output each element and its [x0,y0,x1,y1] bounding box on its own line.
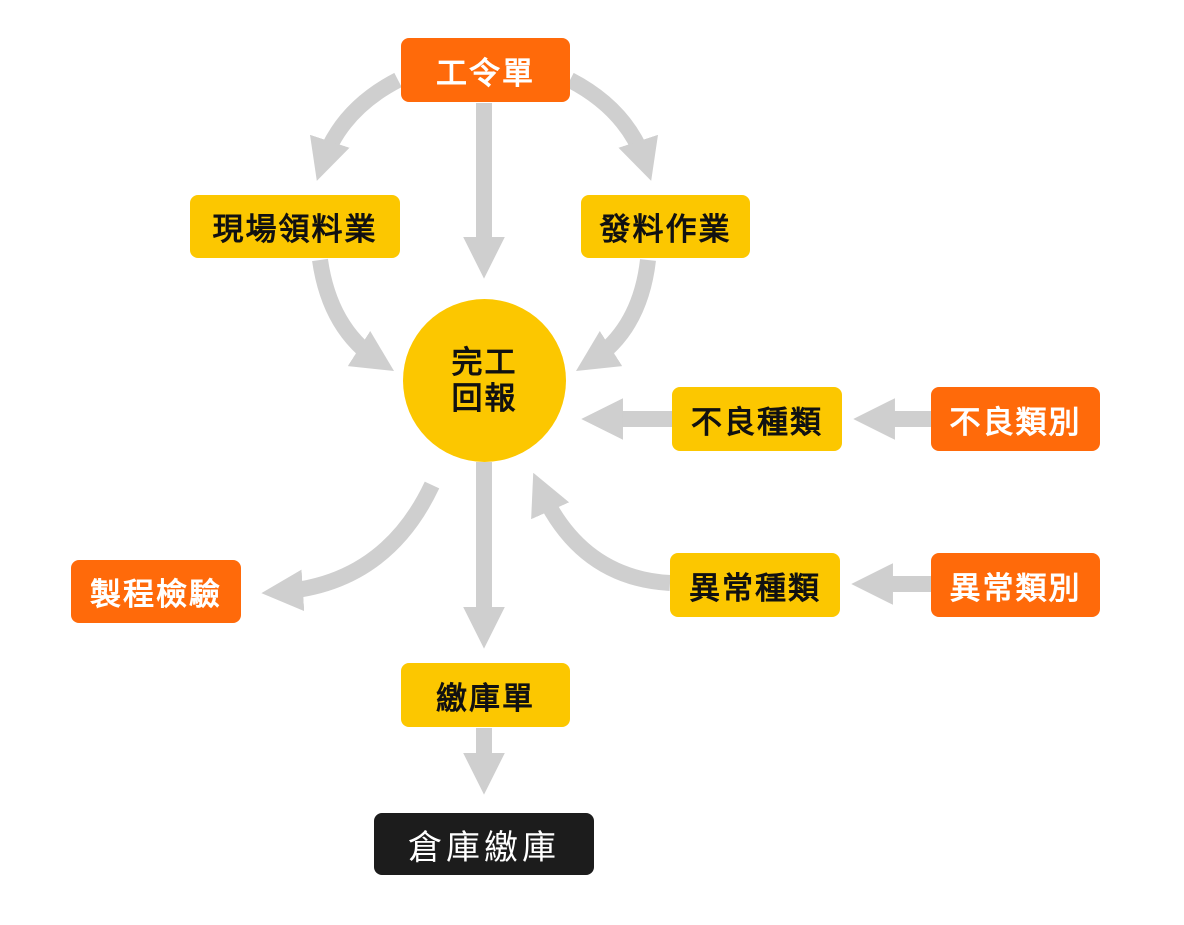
process-inspection-node: 製程檢驗 [71,560,241,623]
arrow-completion-to-inspection [261,481,440,612]
work-order-node: 工令單 [401,38,570,102]
defect-types-node: 不良種類 [672,387,842,451]
exception-types-node: 異常種類 [670,553,840,617]
arrow-workorder-to-issue [566,72,658,181]
arrow-exceptiontypes-to-completion [531,472,671,591]
warehouse-stock-in-node: 倉庫繳庫 [374,813,594,875]
exception-categories-node: 異常類別 [931,553,1100,617]
arrow-issue-to-completion [575,259,656,371]
arrow-picking-to-completion [312,258,395,371]
completion-report-line1: 完工 [451,344,518,381]
arrow-workorder-to-picking [310,72,402,181]
stock-in-slip-node: 繳庫單 [401,663,570,727]
onsite-picking-node: 現場領料業 [190,195,400,258]
material-issue-node: 發料作業 [581,195,750,258]
completion-report-line2: 回報 [451,380,518,417]
completion-report-node: 完工 回報 [403,299,566,462]
defect-categories-node: 不良類別 [931,387,1100,451]
